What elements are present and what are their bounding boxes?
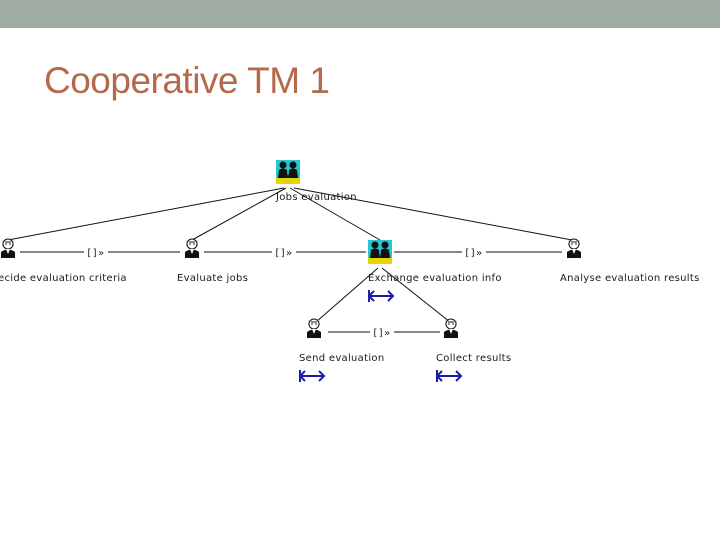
- root-node-label: Jobs evaluation: [275, 192, 357, 203]
- connection-line: [289, 187, 381, 241]
- connection-line: [381, 267, 451, 323]
- task-node-label: Send evaluation: [299, 353, 384, 364]
- task-node-exchange-info[interactable]: Exchange evaluation info: [367, 239, 502, 284]
- level1-operators: []» []» []»: [20, 248, 562, 259]
- task-node-label: Evaluate jobs: [177, 273, 248, 284]
- user-icon: [306, 318, 322, 339]
- operator-label: []»: [86, 248, 104, 259]
- bidirectional-arrow-icon: [367, 290, 395, 302]
- connection-line: [191, 187, 287, 241]
- root-connections: [7, 187, 573, 241]
- task-node-label: Collect results: [436, 353, 511, 364]
- user-icon: [443, 318, 459, 339]
- slide-title: Cooperative TM 1: [44, 60, 330, 101]
- task-node-decide-criteria[interactable]: ecide evaluation criteria: [0, 238, 127, 284]
- connection-line: [7, 187, 285, 241]
- user-icon: [0, 238, 16, 259]
- task-node-send-evaluation[interactable]: Send evaluation: [299, 318, 384, 364]
- user-icon: [566, 238, 582, 259]
- user-pair-icon: [367, 239, 393, 265]
- operator-label: []»: [274, 248, 292, 259]
- operator-label: []»: [372, 328, 390, 339]
- task-node-label: ecide evaluation criteria: [0, 273, 127, 284]
- task-node-analyse-results[interactable]: Analyse evaluation results: [560, 238, 700, 284]
- level2-operator: []»: [328, 328, 440, 339]
- root-node[interactable]: Jobs evaluation: [275, 159, 357, 203]
- top-bar: [0, 0, 720, 28]
- operator-label: []»: [464, 248, 482, 259]
- task-node-label: Exchange evaluation info: [368, 273, 502, 284]
- bidirectional-arrow-icon: [435, 370, 463, 382]
- connection-line: [315, 267, 379, 323]
- connection-line: [293, 187, 573, 241]
- task-node-evaluate-jobs[interactable]: Evaluate jobs: [177, 238, 248, 284]
- user-icon: [184, 238, 200, 259]
- user-pair-icon: [275, 159, 301, 185]
- bidirectional-arrow-icon: [298, 370, 326, 382]
- exchange-connections: [315, 267, 451, 323]
- task-node-collect-results[interactable]: Collect results: [436, 318, 511, 364]
- task-node-label: Analyse evaluation results: [560, 273, 700, 284]
